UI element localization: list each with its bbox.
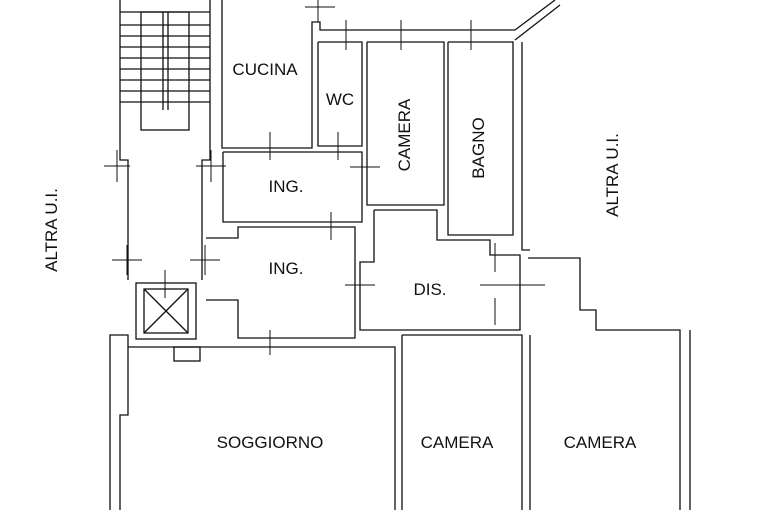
room-label-soggiorno: SOGGIORNO (216, 433, 324, 452)
neighbour-label-right: ALTRA U.I. (603, 133, 622, 217)
room-label-camera-top: CAMERA (395, 98, 414, 172)
room-label-ingresso-1: ING. (268, 177, 304, 196)
stairwell (119, 0, 211, 280)
apartment-walls (109, 0, 691, 510)
room-label-bagno: BAGNO (469, 117, 488, 179)
room-label-disimpegno: DIS. (413, 280, 447, 299)
neighbour-label-left: ALTRA U.I. (42, 188, 61, 272)
room-label-wc: WC (325, 90, 355, 109)
dimension-crosses (104, 0, 545, 355)
elevator (135, 282, 197, 340)
room-label-cucina: CUCINA (232, 60, 298, 79)
stair-steps (120, 24, 210, 103)
room-label-camera-bottom-mid: CAMERA (420, 433, 494, 452)
room-label-camera-bottom-right: CAMERA (563, 433, 637, 452)
room-label-ingresso-2: ING. (268, 259, 304, 278)
